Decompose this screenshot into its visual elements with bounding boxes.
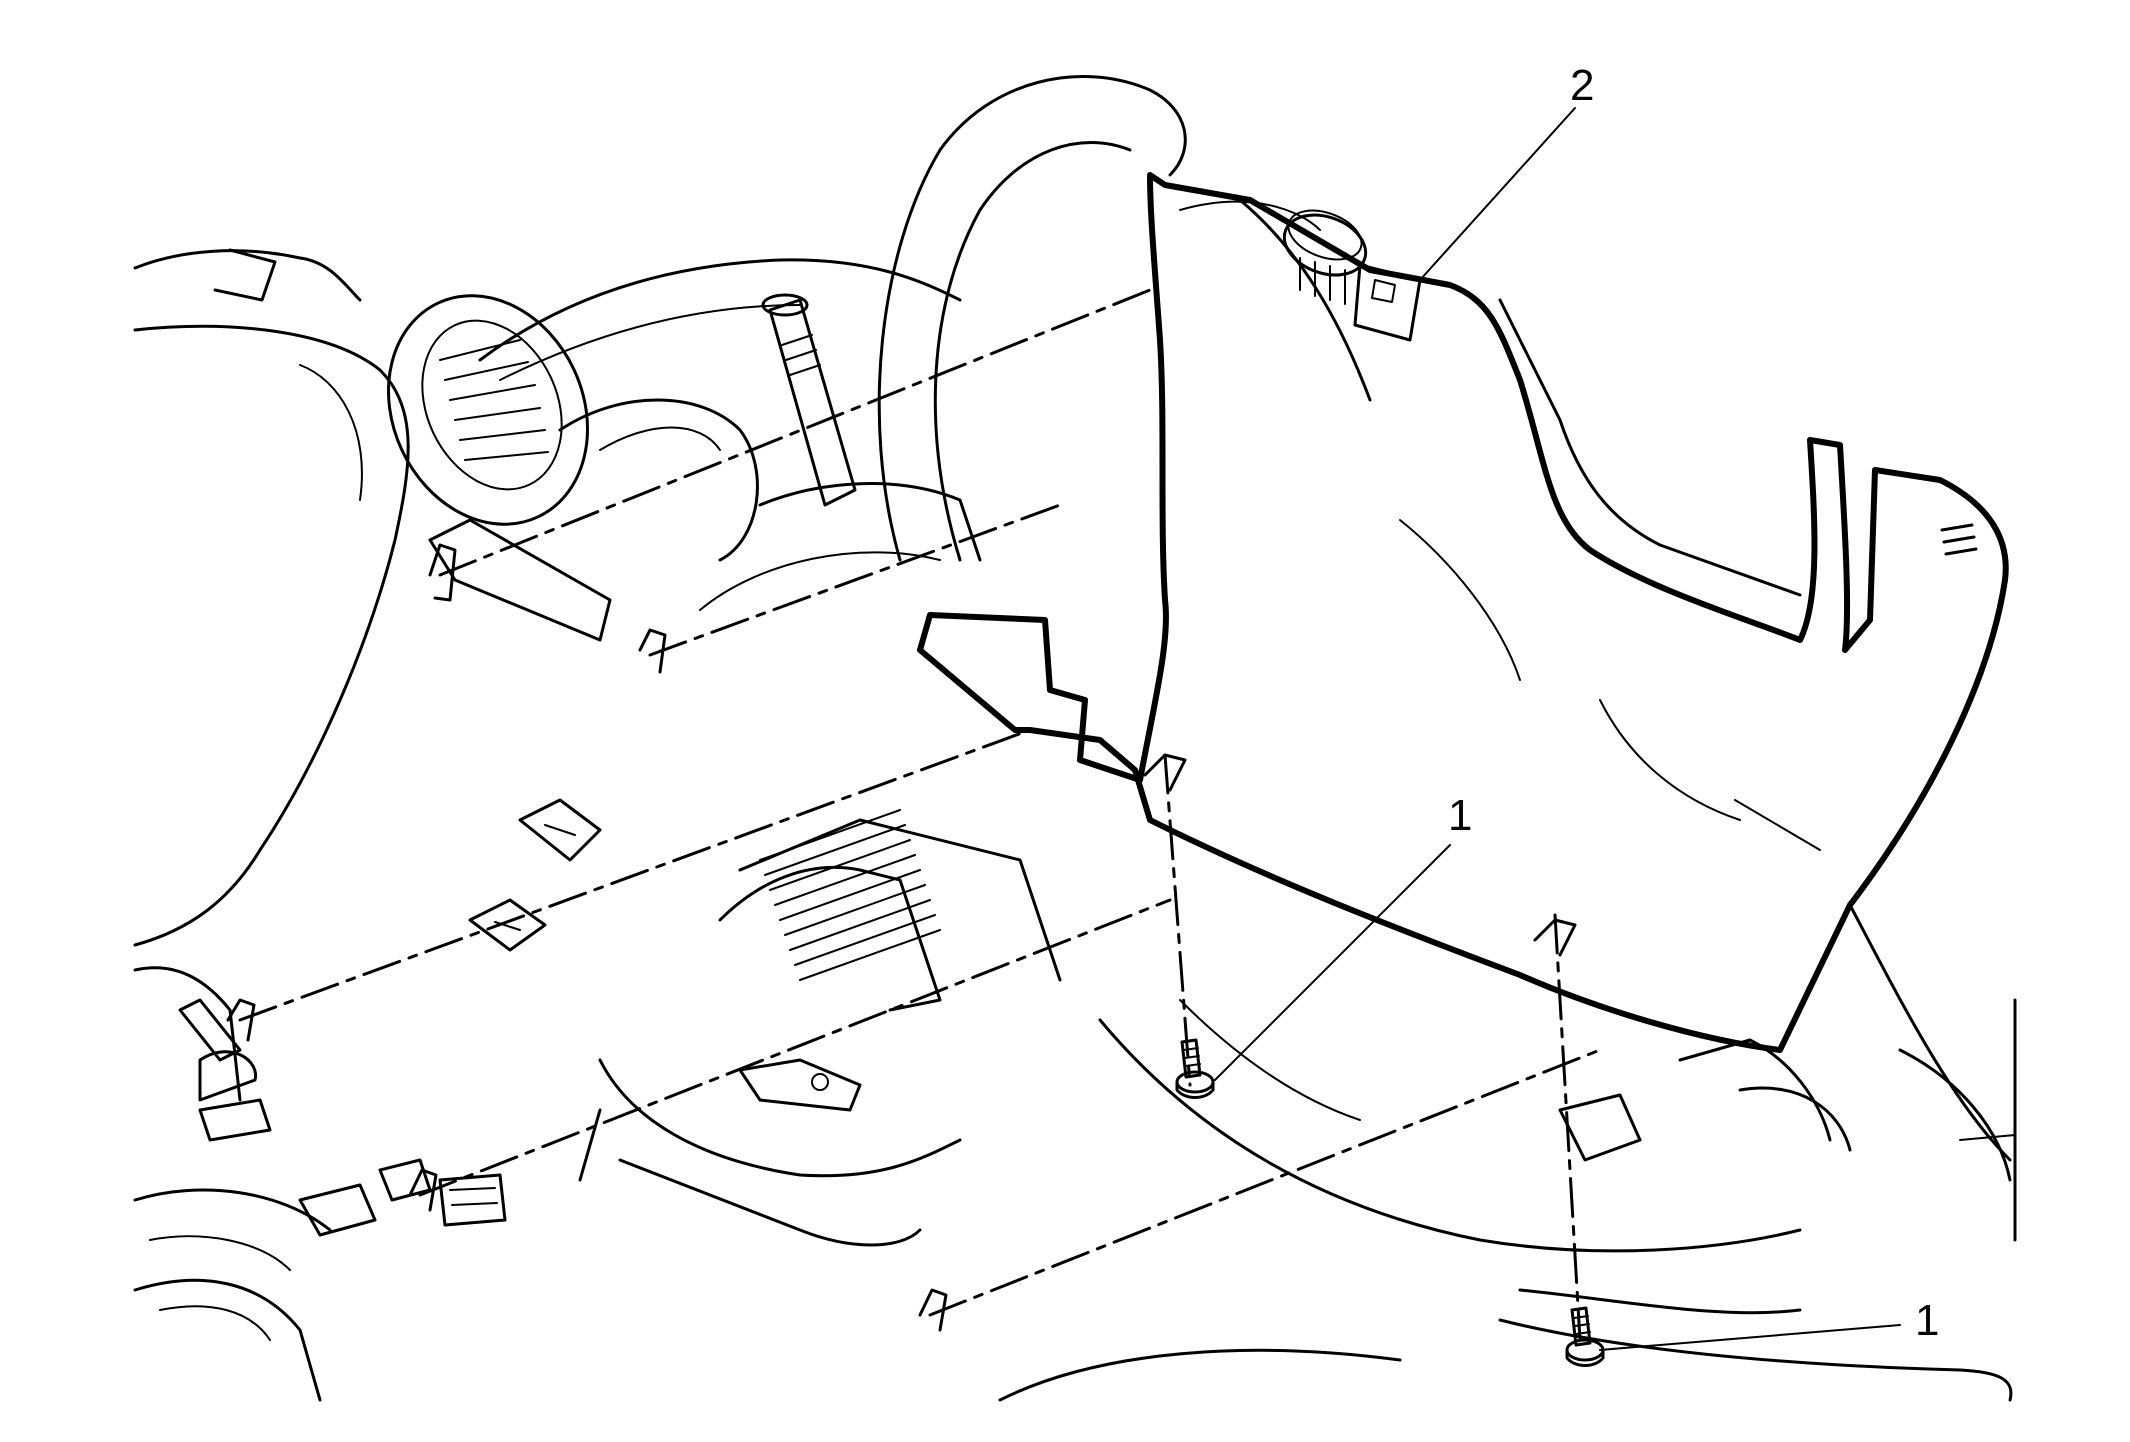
callout-fastener-upper: 1 (1448, 791, 1472, 840)
steering-column (699, 293, 982, 611)
knee-bolster-trim-panel (917, 172, 2009, 1053)
fastener-upper (1175, 1038, 1215, 1099)
callout-fastener-lower: 1 (1915, 1296, 1939, 1345)
air-vent (387, 294, 589, 526)
right-edge-details (1848, 903, 2017, 1242)
instrument-panel-outline (133, 248, 410, 947)
center-console-structure (468, 798, 1062, 1247)
callout-leaders (1214, 107, 1901, 1351)
retaining-clips (226, 543, 1577, 1332)
callout-trim-panel: 2 (1570, 61, 1594, 110)
trim-panel-knob (1282, 209, 1422, 342)
instrument-cluster (428, 398, 759, 642)
alignment-guide-lines (238, 288, 1602, 1342)
steering-wheel (478, 75, 1321, 562)
lower-left-structure (133, 966, 507, 1402)
fastener-lower (1565, 1306, 1605, 1367)
floor-and-lower-right (998, 999, 2013, 1402)
panel-vent-slots (1940, 523, 1978, 556)
